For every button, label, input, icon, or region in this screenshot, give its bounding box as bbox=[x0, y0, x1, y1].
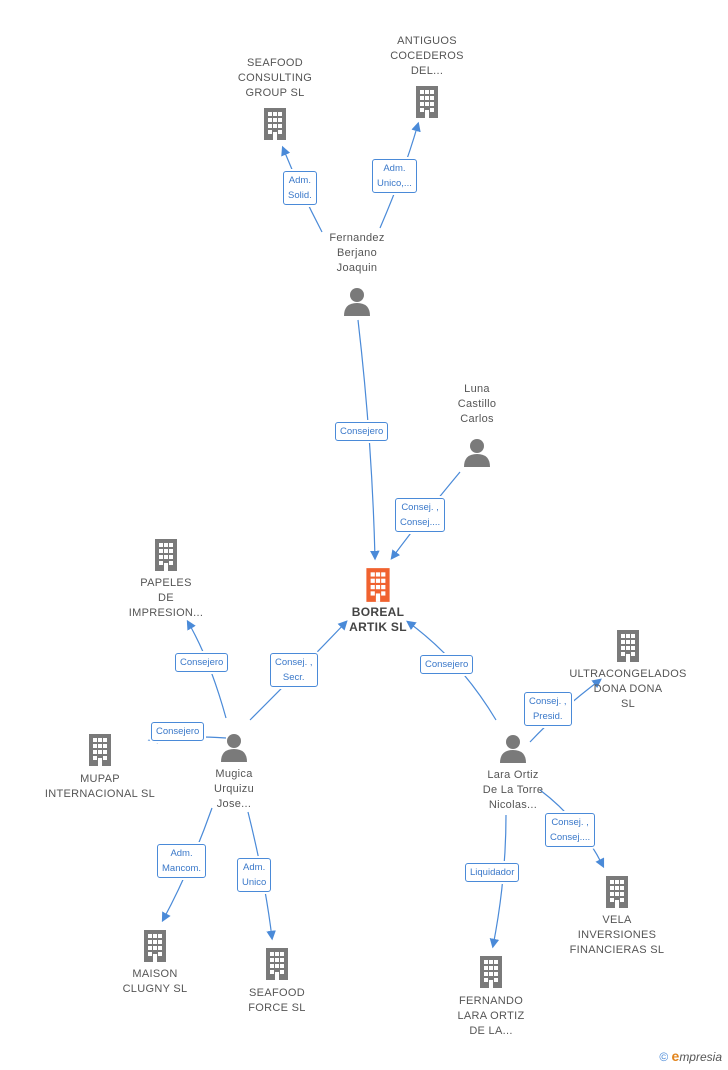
node-label: FERNANDO LARA ORTIZ DE LA... bbox=[457, 995, 525, 1037]
edge-label-adm-solid[interactable]: Adm. Solid. bbox=[283, 171, 317, 205]
person-icon bbox=[221, 734, 247, 762]
edge-label-liquidador[interactable]: Liquidador bbox=[465, 863, 520, 882]
building-icon bbox=[416, 86, 438, 118]
edge-label-consej-presid[interactable]: Consej. , Presid. bbox=[524, 692, 572, 726]
edge-label-consej-secr[interactable]: Consej. , Secr. bbox=[270, 653, 318, 687]
node-label: Fernandez Berjano Joaquin bbox=[329, 232, 385, 274]
edge-label-consejero[interactable]: Consejero bbox=[420, 655, 474, 674]
edge-label-consejero[interactable]: Consejero bbox=[151, 722, 205, 741]
node-label: Lara Ortiz De La Torre Nicolas... bbox=[482, 769, 544, 811]
node-label: Mugica Urquizu Jose... bbox=[213, 768, 254, 810]
person-icon bbox=[464, 439, 490, 467]
copyright-icon: © bbox=[659, 1050, 669, 1064]
building-icon bbox=[89, 734, 111, 766]
node-label: VELA INVERSIONES FINANCIERAS SL bbox=[569, 914, 665, 956]
edge-label-adm-mancom[interactable]: Adm. Mancom. bbox=[157, 844, 207, 878]
node-label: MUPAP INTERNACIONAL SL bbox=[44, 773, 156, 800]
node-label: Luna Castillo Carlos bbox=[457, 383, 497, 425]
building-icon bbox=[264, 108, 286, 140]
building-icon bbox=[266, 948, 288, 980]
building-icon bbox=[480, 956, 502, 988]
node-label: ANTIGUOS COCEDEROS DEL... bbox=[390, 35, 464, 77]
person-icon bbox=[500, 735, 526, 763]
node-label: MAISON CLUGNY SL bbox=[122, 968, 188, 995]
person-icon bbox=[344, 288, 370, 316]
edge-label-consejero[interactable]: Consejero bbox=[175, 653, 229, 672]
edge-label-consejero[interactable]: Consejero bbox=[335, 422, 389, 441]
building-icon bbox=[366, 568, 390, 602]
copyright-footer: © empresia bbox=[659, 1048, 722, 1064]
center-node-label: BOREAL ARTIK SL bbox=[349, 605, 407, 634]
edge-label-adm-unico[interactable]: Adm. Unico,... bbox=[372, 159, 417, 193]
brand-name: mpresia bbox=[679, 1050, 722, 1064]
node-label: ULTRACONGELADOS DONA DONA SL bbox=[569, 668, 687, 710]
building-icon bbox=[606, 876, 628, 908]
brand-logo-letter: e bbox=[671, 1048, 680, 1064]
building-icon bbox=[155, 539, 177, 571]
node-label: PAPELES DE IMPRESION... bbox=[128, 577, 204, 619]
edge-label-consej-consej[interactable]: Consej. , Consej.... bbox=[395, 498, 446, 532]
edge-label-adm-unico[interactable]: Adm. Unico bbox=[237, 858, 272, 892]
node-label: SEAFOOD CONSULTING GROUP SL bbox=[237, 57, 313, 99]
building-icon bbox=[144, 930, 166, 962]
node-label: SEAFOOD FORCE SL bbox=[248, 987, 306, 1014]
building-icon bbox=[617, 630, 639, 662]
edge-label-consej-consej[interactable]: Consej. , Consej.... bbox=[545, 813, 596, 847]
